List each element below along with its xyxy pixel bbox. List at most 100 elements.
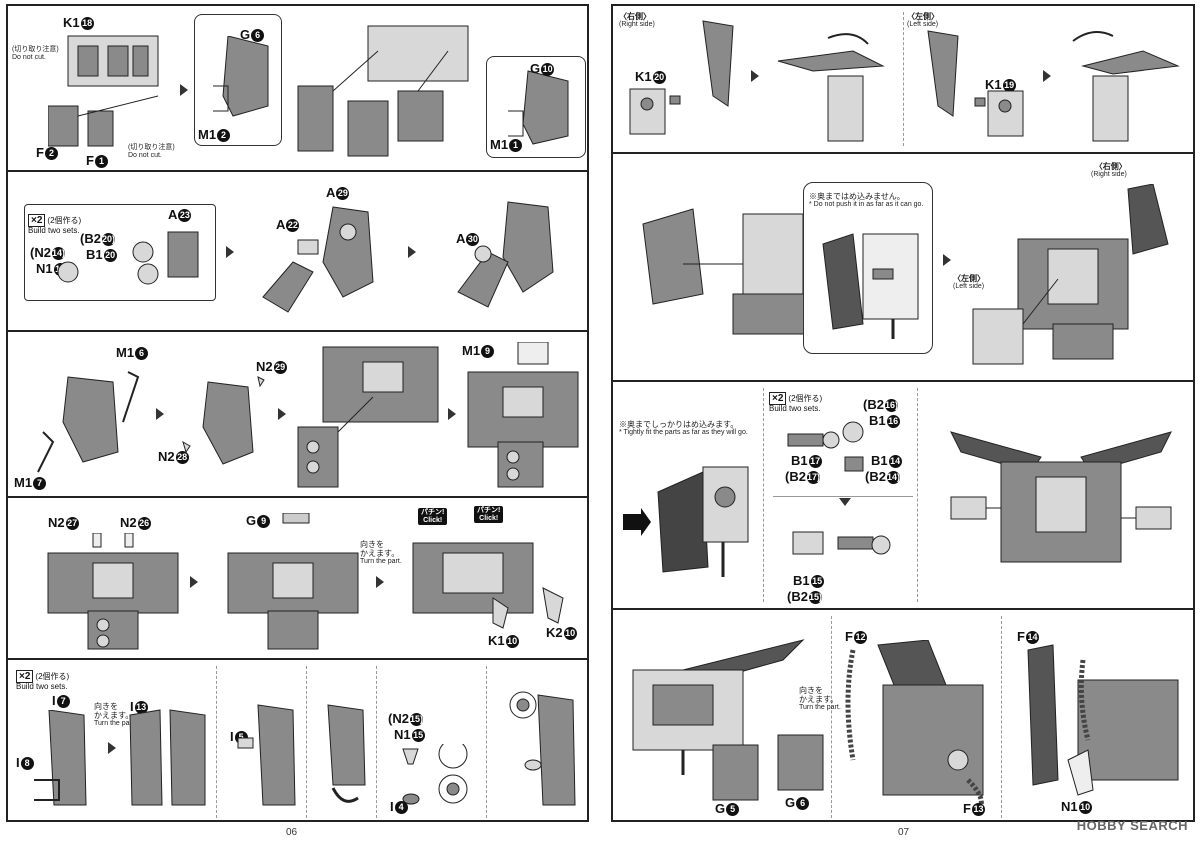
part-n1-cap — [402, 744, 468, 805]
part-i-final — [509, 691, 576, 806]
x2-build-two: ×2(2個作る)Build two sets. — [16, 670, 70, 691]
separator — [486, 666, 487, 818]
right-step-2: ※奥まではめ込みません。* Do not push it in as far a… — [613, 154, 1193, 382]
label-left-side: 〈左側〉(Left side) — [907, 12, 939, 29]
step-arrow-down — [839, 498, 851, 506]
part-torso-shoulders — [950, 431, 1172, 563]
part-torso-rear — [632, 639, 805, 775]
separator — [763, 388, 764, 602]
step-arrow — [190, 576, 198, 588]
note-turn-part: 向きを かえます。Turn the part. — [94, 702, 136, 728]
step-arrow — [108, 742, 116, 754]
separator — [831, 616, 832, 818]
step-arrow — [751, 70, 759, 82]
part-m1-arm — [37, 371, 140, 473]
part-i13 — [129, 709, 206, 806]
label-n2-15: (N215) — [388, 711, 423, 727]
note-tightly-fit: ※奥までしっかりはめ込みます。* Tightly fit the parts a… — [619, 420, 748, 437]
part-i7 — [34, 710, 87, 806]
part-torso-frame — [297, 346, 439, 488]
part-wing-r-rotated — [777, 33, 885, 142]
part-torso-with-wings — [972, 184, 1169, 365]
part-g10 — [508, 70, 569, 145]
part-torso-m1-9 — [467, 342, 579, 488]
note-do-not-cut-2: (切り取り注意)Do not cut. — [128, 144, 175, 160]
left-step-2: ×2(2個作る)Build two sets. (N214) N114 (B22… — [8, 172, 587, 332]
label-b2-15: (B215) — [787, 589, 822, 605]
part-i5 — [237, 704, 296, 806]
part-torso-back — [412, 542, 564, 629]
part-main-frame — [297, 25, 469, 157]
note-do-not-cut-1: (切り取り注意)Do not cut. — [12, 46, 59, 62]
watermark-logo: HOBBY SEARCH — [1076, 818, 1188, 833]
part-torso-final — [1027, 644, 1179, 796]
part-joint-r — [629, 88, 681, 135]
step-arrow — [226, 246, 234, 258]
separator — [903, 12, 904, 146]
step-arrow — [448, 408, 456, 420]
label-b2-20: (B220) — [80, 231, 115, 247]
part-wing-r — [702, 20, 734, 107]
x2-build-two: ×2(2個作る)Build two sets. — [769, 392, 823, 413]
right-step-3: ※奥までしっかりはめ込みます。* Tightly fit the parts a… — [613, 382, 1193, 610]
step-arrow — [1043, 70, 1051, 82]
click-mark-1: パチン! Click! — [418, 508, 448, 526]
label-right-side: 〈右側〉(Right side) — [619, 12, 655, 29]
separator — [917, 388, 918, 602]
note-do-not-push: ※奥まではめ込みません。* Do not push it in as far a… — [809, 192, 924, 209]
page-number-left: 06 — [286, 827, 298, 838]
part-torso-hoses — [845, 640, 984, 812]
click-mark-2: パチン! Click! — [474, 506, 504, 524]
separator — [1001, 616, 1002, 818]
part-a30-assembly — [457, 201, 554, 308]
divider — [773, 496, 913, 497]
part-b1-joints — [787, 421, 864, 472]
separator — [306, 666, 307, 818]
label-b2-14: (B214) — [865, 469, 900, 485]
label-b2-17: (B217) — [785, 469, 820, 485]
part-a29-assembly — [262, 206, 374, 313]
step-arrow — [278, 408, 286, 420]
part-i-rotated — [327, 704, 366, 803]
part-torso-g9 — [227, 513, 359, 650]
step-arrow — [156, 408, 164, 420]
label-b2-16: (B216) — [863, 397, 898, 413]
part-b1-assembly — [792, 531, 891, 555]
step-arrow — [943, 254, 951, 266]
note-turn-part: 向きを かえます。Turn the part. — [799, 686, 841, 712]
page-number-right: 07 — [898, 827, 910, 838]
label-n2-14: (N214) — [30, 245, 65, 261]
